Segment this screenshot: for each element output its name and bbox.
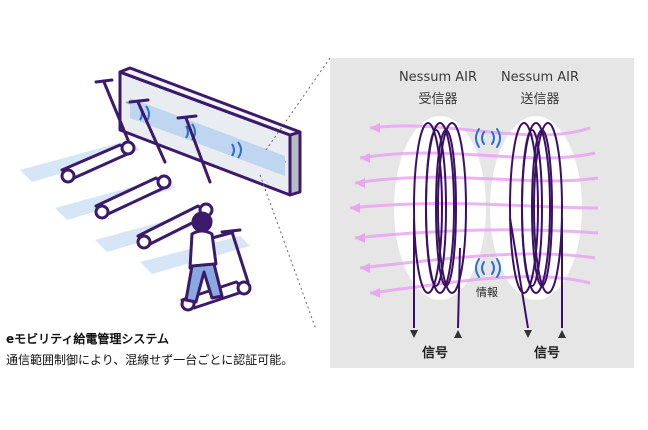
receiver-role: 受信器 [418,92,458,107]
arrow-down-icon [524,330,532,338]
arrow-down-icon [410,330,418,338]
caption-subtitle: 通信範囲制御により、混線せず一台ごとに認証可能。 [6,353,294,367]
wireless-waves-top [475,128,501,148]
info-label: 情報 [476,286,498,299]
signal-label-left: 信号 [422,346,449,361]
wireless-waves-bottom [475,258,501,278]
scooter [94,98,172,220]
rider-figure [184,211,235,304]
transmitter-name: Nessum AIR [500,70,580,85]
transmitter-coil [509,122,563,329]
receiver-name: Nessum AIR [398,70,478,85]
arrow-up-icon [558,330,566,338]
arrow-up-icon [454,330,462,338]
transmitter-role: 送信器 [520,92,560,107]
caption-title: eモビリティ給電管理システム [6,332,170,346]
receiver-coil [413,122,467,329]
signal-arrows [410,330,566,338]
callout-line [265,57,330,151]
signal-window [130,98,285,176]
callout-line [259,174,317,330]
scooter [60,78,136,184]
magnetic-field-lines [349,124,599,295]
field-arrowheads [350,123,380,298]
scooter [136,114,214,250]
coil-diagram-panel: Nessum AIR 受信器 Nessum AIR 送信器 情報 信号 信号 [330,58,634,368]
coil-diagram [349,116,599,338]
signal-label-right: 信号 [534,346,561,361]
scooter-charging-illustration [20,57,330,330]
